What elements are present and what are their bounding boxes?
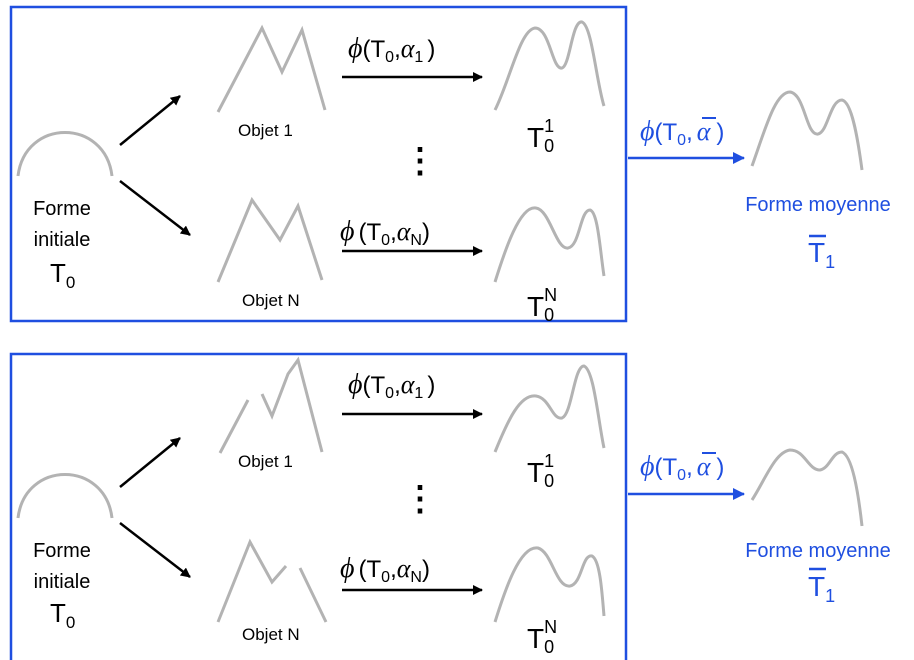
initial-shape [18,133,112,177]
result-n-shape [495,208,604,282]
mean-symbol: T1 [808,571,835,606]
transform-1-label: ϕ(T0,α1) [348,33,435,66]
ellipsis: ⋮ [403,480,437,518]
object-n-label: Objet N [242,291,300,310]
transform-n-label: ϕ(T0,αN) [340,553,430,586]
result-1-shape [495,366,604,452]
frame-box [11,354,626,660]
diagram-panel-2-svg: Forme initiale T0 Objet 1 Objet N ϕ(T0,α… [0,330,914,660]
object-1-shape [218,28,325,112]
mean-shape [752,450,862,526]
initial-label-line1: Forme [33,198,91,220]
arrow-to-object-1 [120,438,180,487]
result-1-symbol: T01 [527,451,554,491]
transform-n-label: ϕ(T0,αN) [340,216,430,249]
arrow-to-object-n [120,523,190,577]
mean-label: Forme moyenne [745,194,891,216]
mean-shape [752,92,862,170]
result-n-symbol: T0N [527,285,557,325]
mean-transform-label: ϕ(T0,α) [640,451,724,484]
initial-shape [18,475,112,519]
initial-label-line1: Forme [33,540,91,562]
mean-transform-label: ϕ(T0,α) [640,116,724,149]
object-n-shape [218,542,326,622]
transform-1-label: ϕ(T0,α1) [348,369,435,402]
initial-symbol: T0 [50,258,75,292]
diagram-panel-2: Forme initiale T0 Objet 1 Objet N ϕ(T0,α… [0,330,914,659]
mean-label: Forme moyenne [745,540,891,562]
diagram-panel-1: Forme initiale T0 Objet 1 Objet N ϕ(T0,α… [0,0,914,330]
object-n-label: Objet N [242,625,300,644]
result-1-symbol: T01 [527,116,554,156]
arrow-to-object-n [120,181,190,235]
result-n-symbol: T0N [527,617,557,657]
initial-symbol: T0 [50,598,75,632]
object-1-label: Objet 1 [238,121,293,140]
ellipsis: ⋮ [403,142,437,180]
diagram-panel-1-svg: Forme initiale T0 Objet 1 Objet N ϕ(T0,α… [0,0,914,330]
initial-label-line2: initiale [34,229,91,251]
object-1-label: Objet 1 [238,452,293,471]
initial-label-line2: initiale [34,571,91,593]
object-1-shape [220,360,322,453]
arrow-to-object-1 [120,96,180,145]
result-n-shape [495,548,604,622]
mean-symbol: T1 [808,237,835,272]
object-n-shape [218,200,322,282]
result-1-shape [495,22,604,110]
